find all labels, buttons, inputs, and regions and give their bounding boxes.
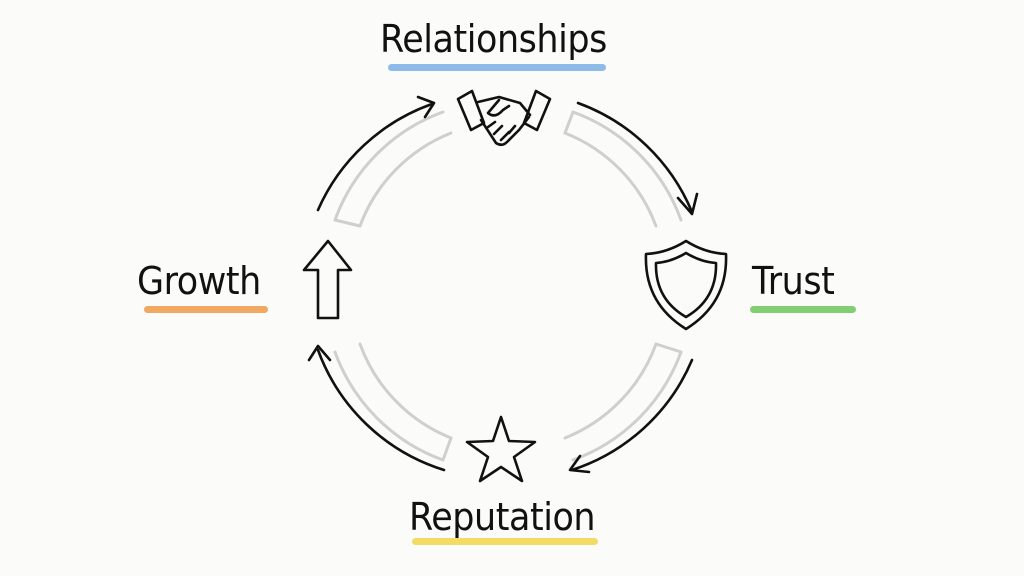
- shield-icon: [644, 239, 728, 331]
- node-label-relationships: Relationships: [380, 17, 607, 61]
- arrowhead-trust: [676, 192, 699, 216]
- arrow-relationships-to-trust: [576, 101, 694, 214]
- cycle-arrows: [307, 95, 699, 474]
- node-label-growth: Growth: [137, 259, 261, 303]
- arrowhead-reputation: [568, 454, 591, 474]
- up-arrow-icon: [302, 239, 353, 320]
- growth-highlight: [144, 306, 268, 313]
- arrow-growth-to-relationships: [316, 102, 434, 212]
- trust-highlight: [750, 306, 856, 313]
- cycle-track: [333, 110, 683, 462]
- arrow-trust-to-reputation: [570, 358, 694, 472]
- node-label-trust: Trust: [752, 259, 835, 303]
- arrowhead-growth: [307, 344, 332, 362]
- arrow-reputation-to-growth: [316, 348, 446, 472]
- star-icon: [465, 415, 537, 483]
- arrowhead-relationships: [416, 95, 436, 119]
- node-label-reputation: Reputation: [409, 495, 596, 539]
- handshake-icon: [456, 89, 552, 147]
- reputation-highlight: [412, 538, 598, 545]
- relationships-highlight: [388, 64, 606, 71]
